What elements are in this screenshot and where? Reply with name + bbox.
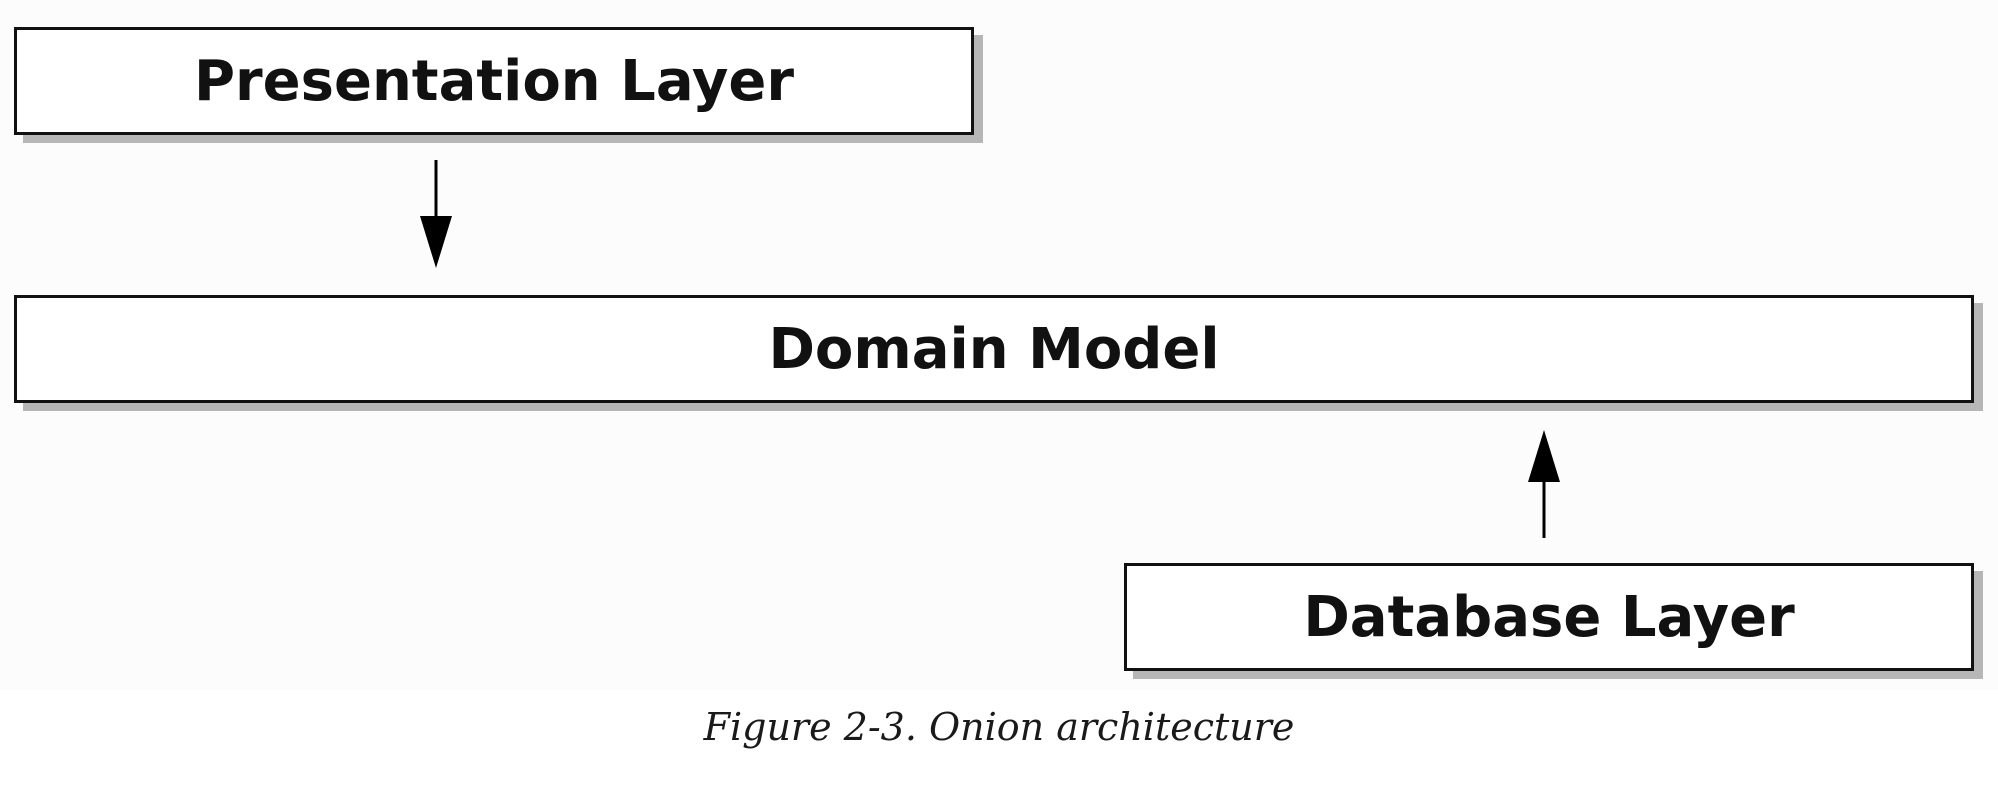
arrow-down-presentation-to-domain — [420, 160, 452, 268]
database-layer-box: Database Layer — [1124, 563, 1974, 671]
arrow-up-database-to-domain — [1528, 430, 1560, 538]
presentation-layer-box: Presentation Layer — [14, 27, 974, 135]
presentation-layer-label: Presentation Layer — [193, 48, 795, 114]
database-layer-label: Database Layer — [1303, 584, 1795, 650]
domain-model-box: Domain Model — [14, 295, 1974, 403]
figure-caption: Figure 2-3. Onion architecture — [703, 705, 1295, 749]
diagram: Presentation Layer Domain Model Database… — [14, 27, 1974, 671]
domain-model-label: Domain Model — [768, 316, 1220, 382]
